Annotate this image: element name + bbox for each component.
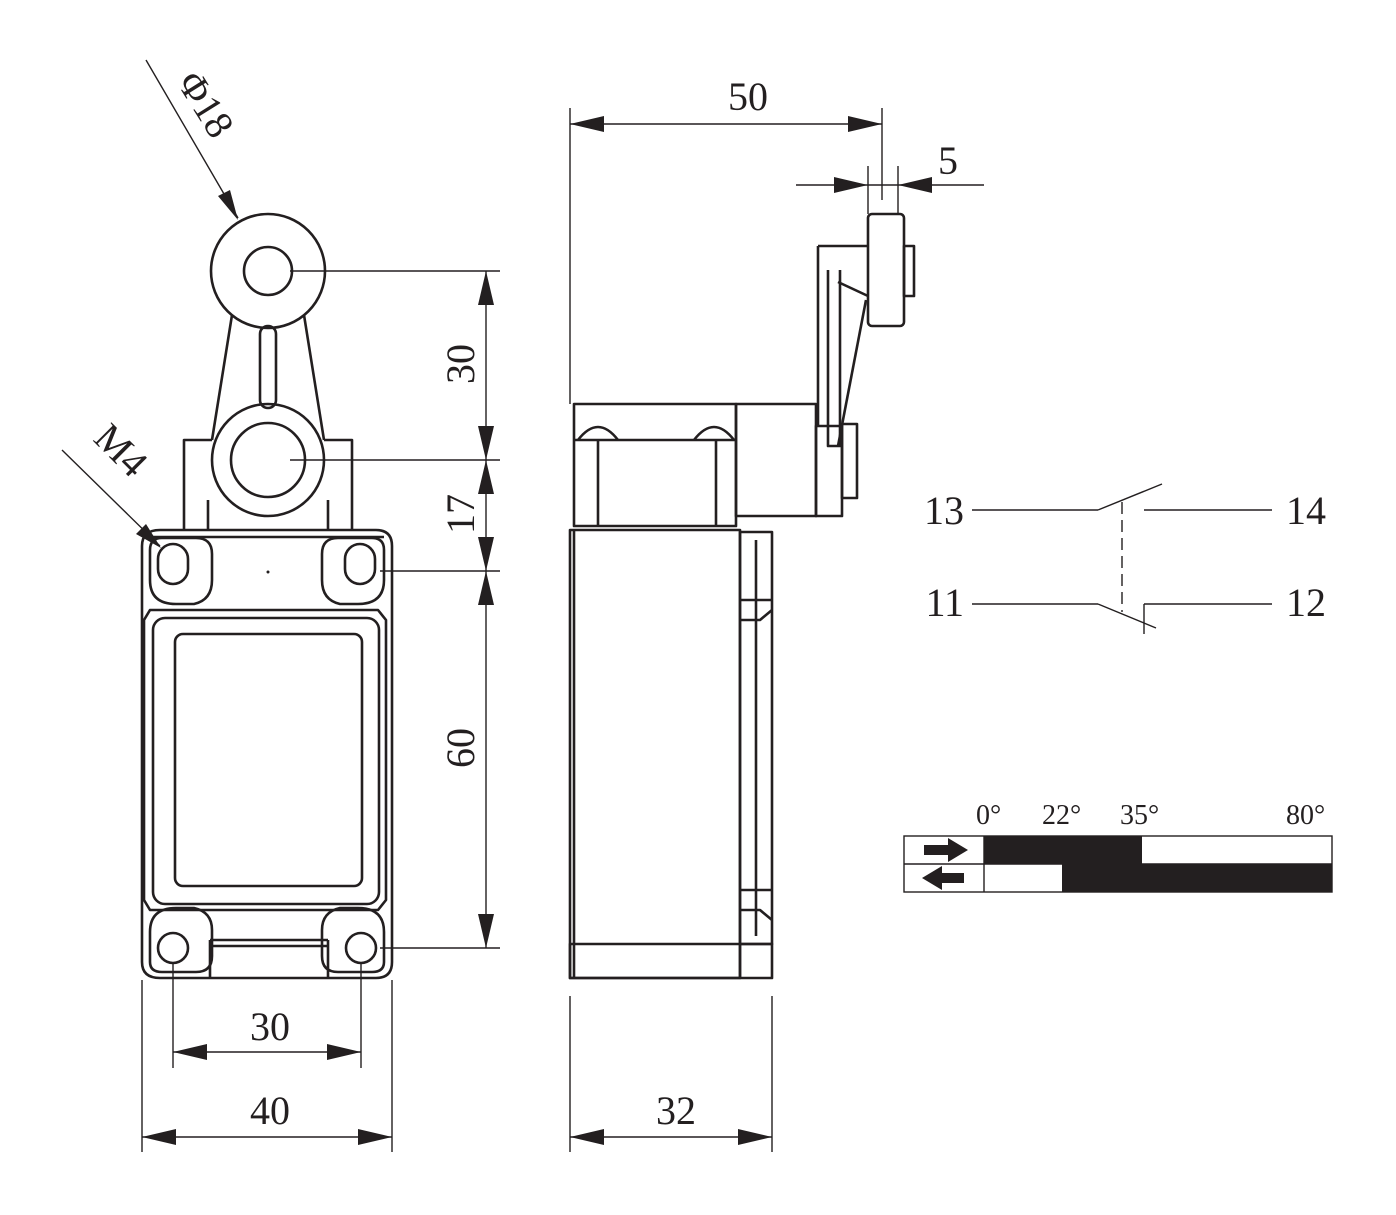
dimensions (61, 59, 984, 1152)
travel-bar-nc (1062, 864, 1332, 892)
contact-14-label: 14 (1286, 488, 1326, 533)
contact-12-label: 12 (1286, 580, 1326, 625)
angle-35-label: 35° (1120, 800, 1159, 831)
hole-spacing-vertical-label: 60 (438, 728, 483, 768)
front-view (140, 212, 394, 980)
travel-diagram (903, 835, 1333, 893)
side-view (568, 212, 916, 980)
lever-length-label: 30 (438, 344, 483, 384)
body-depth-label: 32 (656, 1088, 696, 1133)
contact-11-label: 11 (925, 580, 964, 625)
angle-0-label: 0° (976, 800, 1001, 831)
travel-bar-no (984, 836, 1142, 864)
body-width-label: 40 (250, 1088, 290, 1133)
right-arrow-icon (924, 838, 968, 862)
contact-schematic (972, 483, 1272, 634)
angle-22-label: 22° (1042, 800, 1081, 831)
roller-diameter-label: Φ18 (168, 63, 243, 146)
angle-80-label: 80° (1286, 800, 1325, 831)
contact-13-label: 13 (924, 488, 964, 533)
pivot-offset-label: 17 (438, 494, 483, 534)
left-arrow-icon (922, 866, 964, 890)
thread-label: M4 (86, 415, 157, 486)
roller-width-label: 5 (938, 138, 958, 183)
hole-spacing-horizontal-label: 30 (250, 1004, 290, 1049)
overall-depth-label: 50 (728, 74, 768, 119)
